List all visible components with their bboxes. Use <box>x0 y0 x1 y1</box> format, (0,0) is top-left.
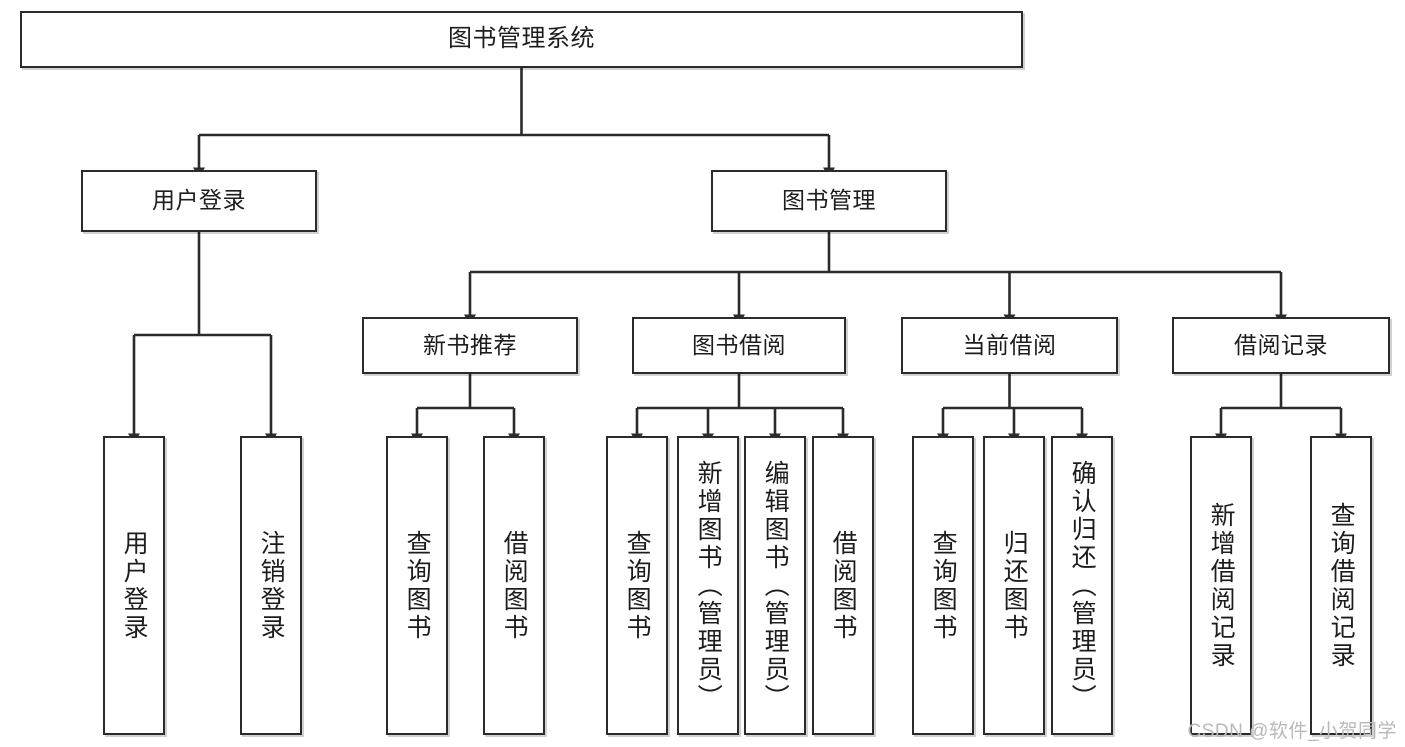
node-leaf_0[interactable]: 用户登录 <box>103 436 165 735</box>
node-label: 用户登录 <box>152 187 246 214</box>
node-leaf_5[interactable]: 新增图书（管理员） <box>677 436 739 735</box>
node-leaf_9[interactable]: 归还图书 <box>983 436 1045 735</box>
node-label: 编辑图书（管理员） <box>761 459 790 712</box>
node-label: 借阅图书 <box>829 529 858 642</box>
node-label: 用户登录 <box>120 529 149 642</box>
node-label: 查询图书 <box>623 529 652 642</box>
node-leaf_11[interactable]: 新增借阅记录 <box>1190 436 1252 735</box>
node-l2_2[interactable]: 当前借阅 <box>901 317 1118 374</box>
node-label: 借阅图书 <box>500 529 529 642</box>
node-label: 图书管理系统 <box>448 25 595 53</box>
node-leaf_4[interactable]: 查询图书 <box>606 436 668 735</box>
node-label: 查询借阅记录 <box>1327 501 1356 670</box>
node-label: 新增图书（管理员） <box>694 459 723 712</box>
node-label: 新书推荐 <box>423 331 517 358</box>
node-l2_1[interactable]: 图书借阅 <box>632 317 846 374</box>
node-label: 归还图书 <box>1000 529 1029 642</box>
node-l1_0[interactable]: 用户登录 <box>81 170 317 232</box>
node-label: 确认归还（管理员） <box>1068 459 1097 712</box>
node-label: 当前借阅 <box>962 331 1057 358</box>
node-l1_1[interactable]: 图书管理 <box>711 170 947 232</box>
node-label: 图书管理 <box>782 187 876 214</box>
node-leaf_8[interactable]: 查询图书 <box>912 436 974 735</box>
node-l2_0[interactable]: 新书推荐 <box>362 317 578 374</box>
node-label: 借阅记录 <box>1234 331 1328 358</box>
node-label: 注销登录 <box>257 529 286 642</box>
node-leaf_3[interactable]: 借阅图书 <box>483 436 545 735</box>
node-label: 查询图书 <box>929 529 958 642</box>
node-leaf_6[interactable]: 编辑图书（管理员） <box>744 436 806 735</box>
node-root[interactable]: 图书管理系统 <box>20 11 1023 68</box>
node-label: 图书借阅 <box>692 331 786 358</box>
watermark: CSDN @软件_小贺同学 <box>1187 721 1397 742</box>
node-leaf_7[interactable]: 借阅图书 <box>812 436 874 735</box>
node-label: 新增借阅记录 <box>1207 501 1236 670</box>
node-leaf_2[interactable]: 查询图书 <box>386 436 448 735</box>
node-leaf_1[interactable]: 注销登录 <box>240 436 302 735</box>
node-label: 查询图书 <box>403 529 432 642</box>
node-leaf_10[interactable]: 确认归还（管理员） <box>1051 436 1113 735</box>
node-l2_3[interactable]: 借阅记录 <box>1172 317 1390 374</box>
node-leaf_12[interactable]: 查询借阅记录 <box>1310 436 1372 735</box>
